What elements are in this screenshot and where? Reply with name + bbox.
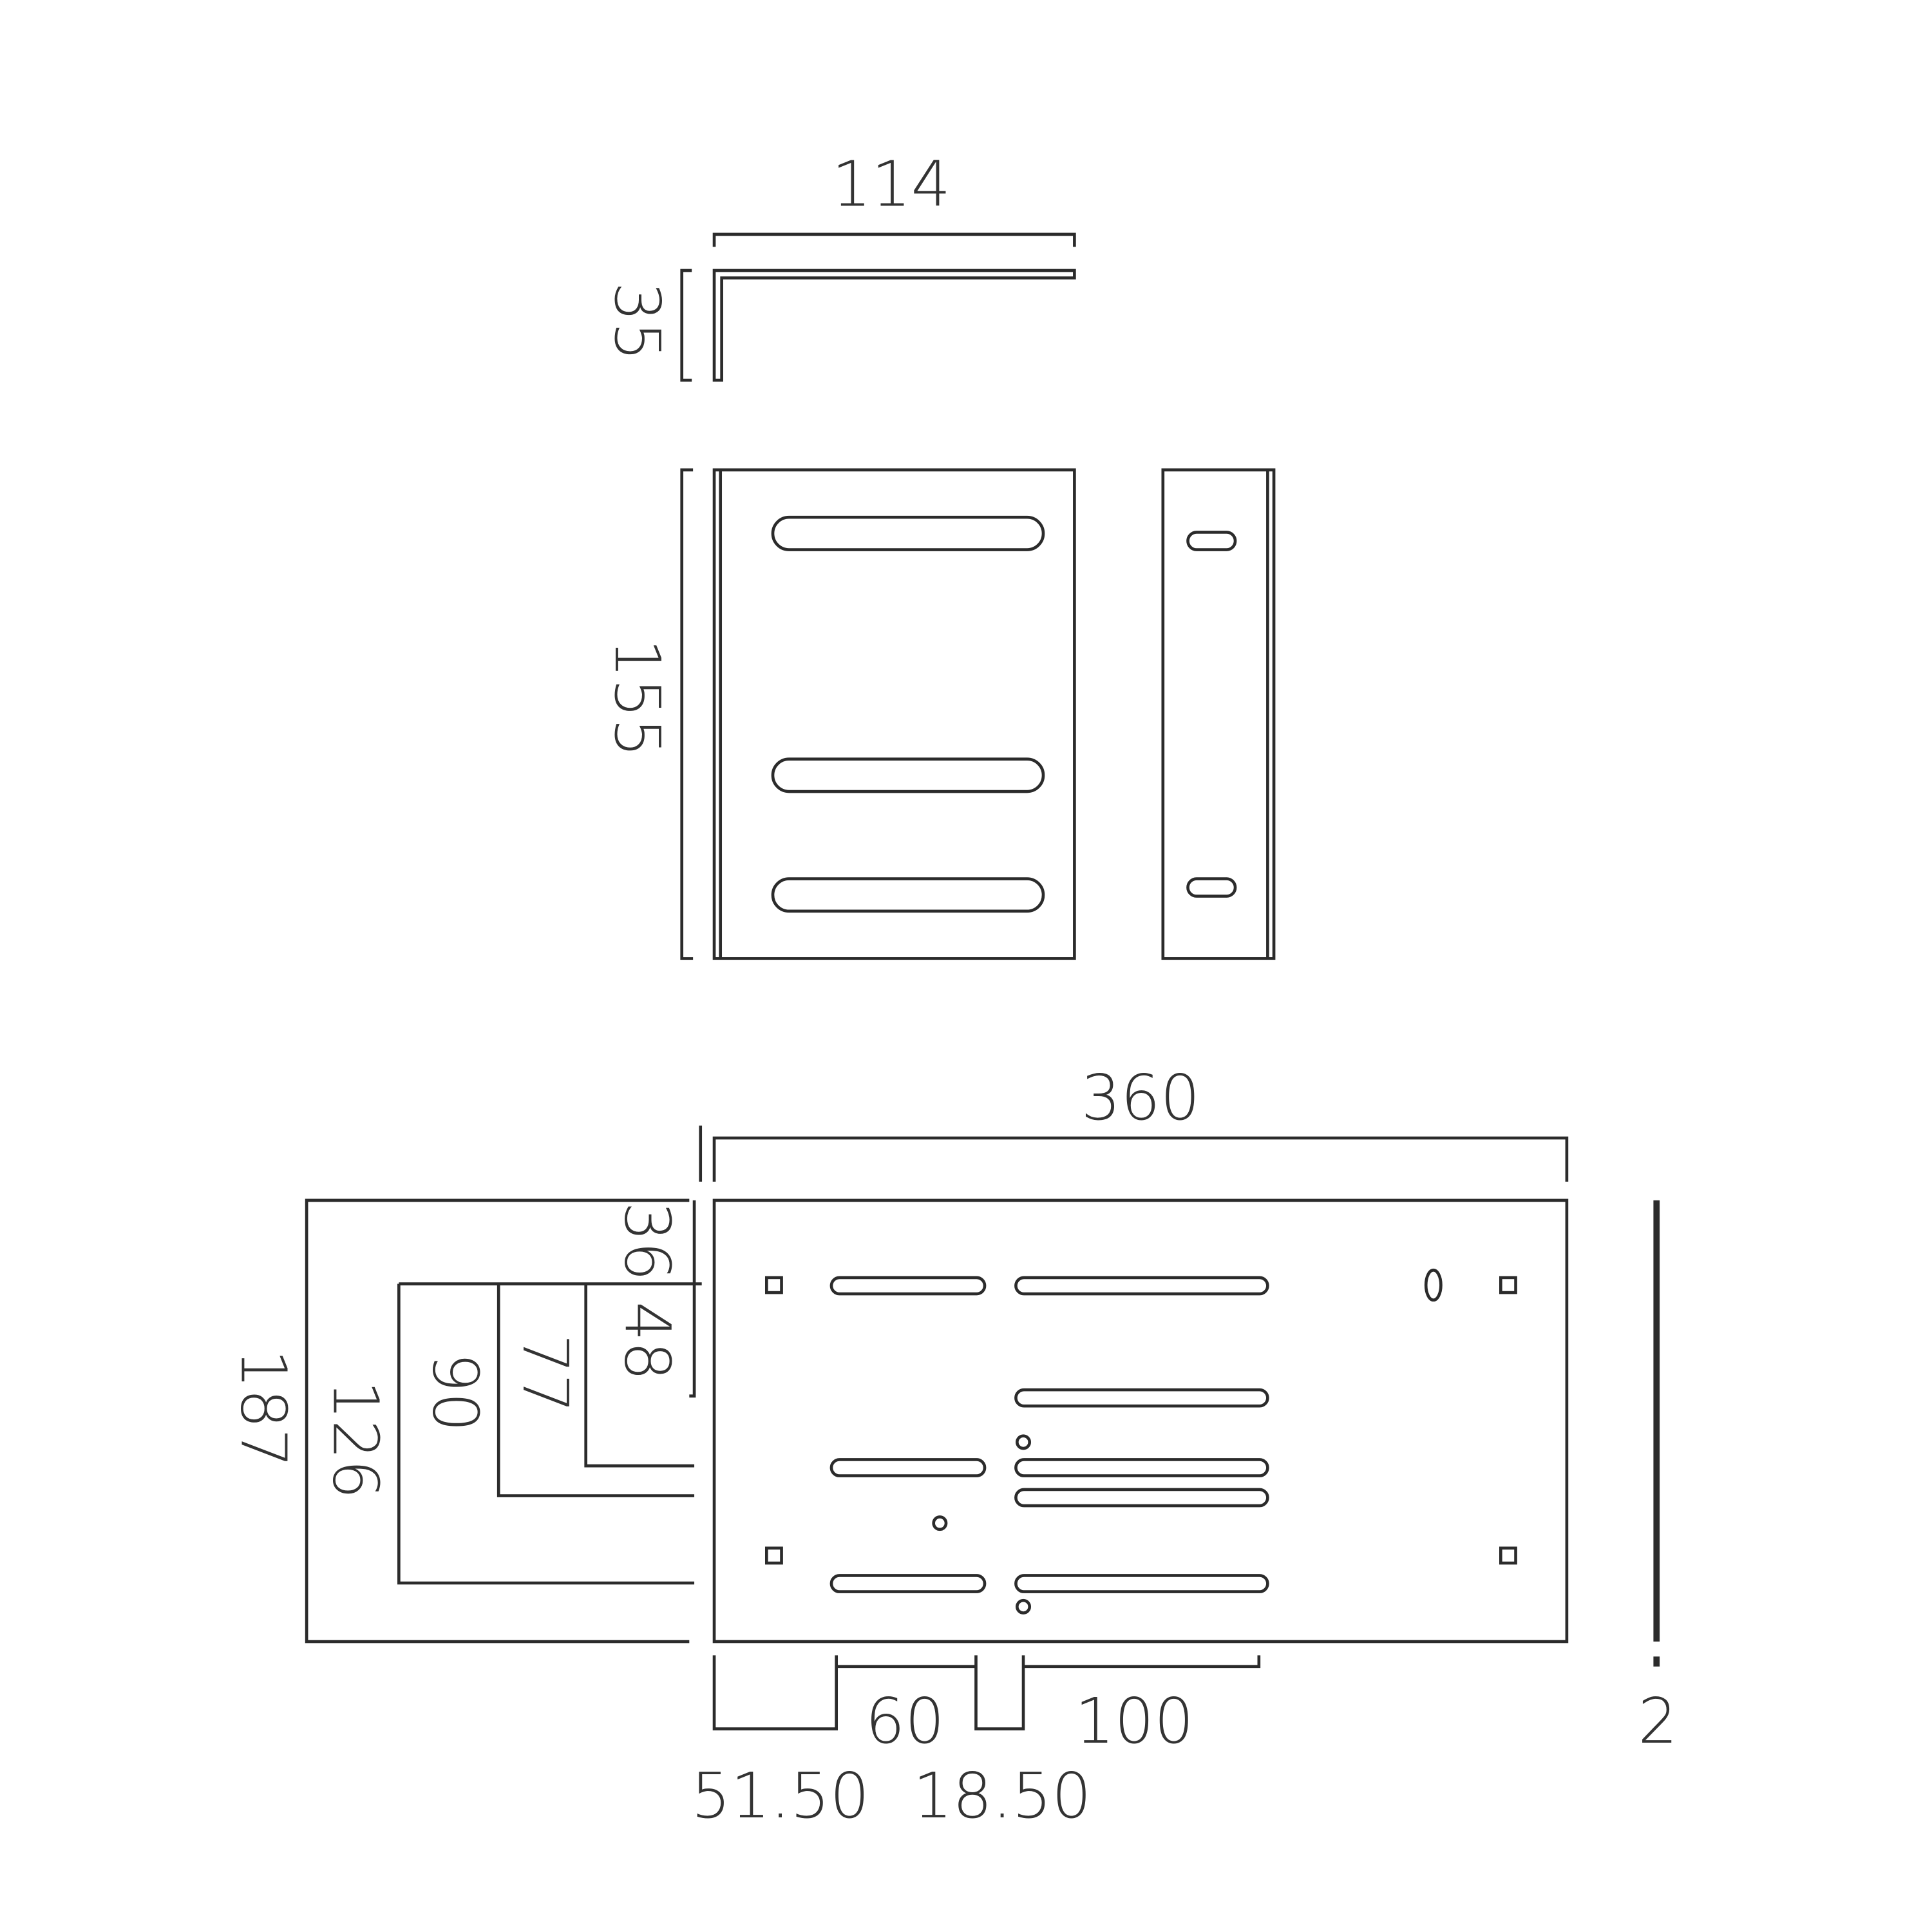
slot: [1014, 1458, 1269, 1477]
dim-label-155: 155: [601, 639, 674, 758]
plate: [712, 1198, 1569, 1643]
slot: [829, 1458, 987, 1477]
square-hole: [1499, 1276, 1517, 1294]
dim-line-51-50: [712, 1655, 838, 1730]
plate-holes: [765, 1268, 1517, 1615]
dim-line-114: [712, 232, 1076, 247]
dim-line-360: [712, 1136, 1569, 1182]
dim-line-36-48: [689, 1200, 696, 1398]
dim-line-18-50: [974, 1655, 1025, 1730]
dim-line-90: [497, 1283, 695, 1497]
slot: [1014, 1574, 1269, 1593]
dim-line-77: [584, 1283, 695, 1468]
dim-line-187: [305, 1198, 690, 1643]
dim-label-77: 77: [509, 1334, 582, 1413]
top-profile-view: 114 35: [601, 147, 1076, 382]
side-view: [1161, 468, 1276, 960]
dim-line-126: [397, 1283, 695, 1585]
round-hole: [1016, 1598, 1032, 1615]
slot: [1014, 1488, 1269, 1508]
dim-label-60: 60: [866, 1685, 945, 1757]
angle-profile: [712, 269, 1076, 382]
dim-line-155: [680, 468, 694, 960]
dim-label-48: 48: [611, 1302, 684, 1381]
slot: [1014, 1388, 1269, 1408]
dim-label-100: 100: [1075, 1685, 1194, 1757]
dim-label-114: 114: [832, 147, 951, 220]
dim-label-35: 35: [601, 282, 674, 361]
dim-line-100: [1023, 1655, 1261, 1669]
dim-label-51-50: 51.50: [691, 1759, 869, 1832]
dim-line-35: [680, 269, 692, 382]
front-view: 155: [601, 468, 1076, 960]
bracket-side: [1161, 468, 1276, 960]
square-hole: [765, 1546, 783, 1565]
round-hole: [1016, 1434, 1032, 1450]
dim-label-18-50: 18.50: [913, 1759, 1092, 1832]
dim-label-360: 360: [1081, 1061, 1200, 1134]
slot: [771, 757, 1045, 793]
slot: [1014, 1276, 1269, 1296]
slot: [829, 1276, 987, 1296]
round-hole: [932, 1515, 948, 1531]
bracket-face: [712, 468, 1076, 960]
slot: [771, 877, 1045, 913]
dim-label-90: 90: [419, 1352, 492, 1432]
dim-label-thickness: 2: [1638, 1685, 1678, 1757]
dim-label-36: 36: [611, 1202, 684, 1281]
square-hole: [765, 1276, 783, 1294]
dim-label-187: 187: [227, 1349, 299, 1468]
slot: [1186, 531, 1237, 551]
dim-label-126: 126: [319, 1380, 392, 1499]
slot: [771, 515, 1045, 551]
plate-view: 360 187 36 48 77: [227, 1061, 1677, 1832]
slot: [829, 1574, 987, 1593]
slot: [1186, 877, 1237, 898]
oval-hole: [1424, 1268, 1443, 1302]
square-hole: [1499, 1546, 1517, 1565]
